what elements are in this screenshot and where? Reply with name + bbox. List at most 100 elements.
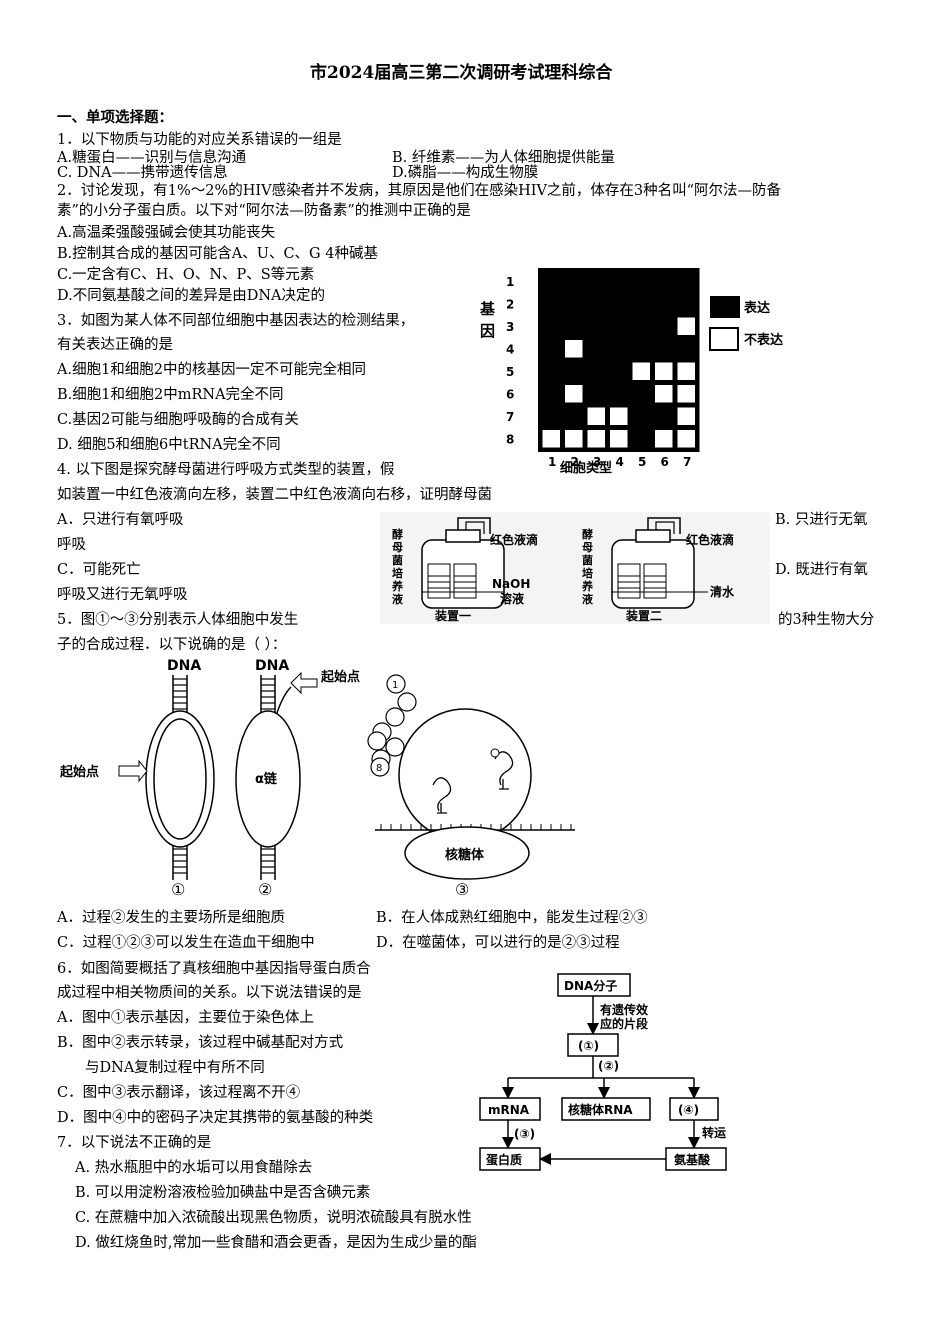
cell-type-col-label: 1 (548, 455, 556, 469)
yeast-culture-label: 酵母菌培养液 (581, 527, 594, 606)
q1-option-c: C. DNA——携带遗传信息 (57, 165, 228, 181)
gene-row-label: 8 (506, 433, 514, 447)
cell-expressed (610, 362, 628, 380)
q6-option-b: B．图中②表示转录，该过程中碱基配对方式 (57, 1035, 344, 1051)
flow-transport-label: 转运 (702, 1125, 726, 1140)
q2-stem-line2: 素”的小分子蛋白质。以下对“阿尔法—防备素”的推测中正确的是 (57, 203, 471, 219)
gene-axis-label-1: 基 (479, 300, 496, 318)
flow-node-protein: 蛋白质 (486, 1152, 522, 1167)
apparatus-two-label: 装置二 (625, 608, 662, 623)
cell-expressed (610, 317, 628, 335)
q7-stem: 7．以下说法不正确的是 (57, 1135, 212, 1151)
cell-not-expressed (542, 430, 560, 448)
gene-row-label: 7 (506, 410, 514, 424)
cell-not-expressed (677, 407, 695, 425)
flow-step-2: (②) (598, 1059, 619, 1073)
q7-option-a: A. 热水瓶胆中的水垢可以用食醋除去 (75, 1160, 313, 1176)
q5-option-c: C．过程①②③可以发生在造血干细胞中 (57, 935, 315, 951)
cell-expressed (542, 340, 560, 358)
yeast-culture-label: 酵母菌培养液 (391, 527, 404, 606)
process-number-1: ① (171, 880, 185, 899)
process-number-3: ③ (455, 880, 469, 899)
cell-not-expressed (677, 385, 695, 403)
cell-expressed (655, 272, 673, 290)
q6-option-c: C．图中③表示翻译，该过程离不开④ (57, 1085, 301, 1101)
q7-option-b: B. 可以用淀粉溶液检验加碘盐中是否含碘元素 (75, 1185, 371, 1201)
q6-option-a: A．图中①表示基因，主要位于染色体上 (57, 1010, 314, 1026)
cell-expressed (655, 317, 673, 335)
gene-row-label: 6 (506, 388, 514, 402)
cell-expressed (587, 362, 605, 380)
q1-option-d: D.磷脂——构成生物膜 (392, 165, 539, 181)
q3-stem-line1: 3．如图为某人体不同部位细胞中基因表达的检测结果， (57, 313, 415, 329)
naoh-solution-label: 溶液 (500, 591, 524, 606)
cell-not-expressed (655, 362, 673, 380)
flow-dna-molecule: DNA分子 (564, 978, 617, 993)
flow-segment-label-2: 应的片段 (600, 1016, 649, 1031)
legend-not-expressed-swatch (709, 327, 739, 351)
cell-not-expressed (655, 430, 673, 448)
red-droplet-label-1: 红色液滴 (490, 532, 538, 547)
origin-label-1: 起始点 (59, 764, 99, 780)
gene-row-label: 3 (506, 320, 514, 334)
cell-not-expressed (677, 317, 695, 335)
cell-type-col-label: 6 (661, 455, 669, 469)
q2-option-d: D.不同氨基酸之间的差异是由DNA决定的 (57, 288, 326, 304)
cell-not-expressed (610, 407, 628, 425)
legend-expressed-label: 表达 (743, 300, 770, 316)
cell-expressed (632, 430, 650, 448)
q3-option-b: B.细胞1和细胞2中mRNA完全不同 (57, 387, 284, 403)
q4-option-d: D. 既进行有氧 (775, 562, 868, 578)
cell-expressed (655, 340, 673, 358)
cell-expressed (542, 385, 560, 403)
cell-expressed (677, 340, 695, 358)
ribosome-label: 核糖体 (445, 847, 485, 863)
q3-option-d: D. 细胞5和细胞6中tRNA完全不同 (57, 437, 281, 453)
cell-expressed (542, 362, 560, 380)
q2-option-c: C.一定含有C、H、O、N、P、S等元素 (57, 267, 315, 283)
apparatus-two: 酵母菌培养液 红色液滴 清水 装置二 (581, 517, 735, 623)
q4-option-d-cont: 呼吸又进行无氧呼吸 (57, 587, 188, 603)
amino-acid-1-label: 1 (392, 680, 398, 691)
cell-expressed (655, 407, 673, 425)
cell-expressed (565, 317, 583, 335)
cell-expressed (542, 295, 560, 313)
apparatus-one: 酵母菌培养液 红色液滴 NaOH 溶液 装置一 (391, 517, 538, 623)
replication-panel: DNA 起始点 ① (59, 658, 215, 899)
flow-node-4: (④) (678, 1103, 699, 1117)
macromolecule-synthesis-figure: DNA 起始点 ① DNA 起始点 α链 ② 核糖体 (59, 658, 575, 899)
cell-expressed (632, 317, 650, 335)
flow-node-1: (①) (578, 1039, 599, 1053)
q5-option-d: D．在噬菌体，可以进行的是②③过程 (376, 935, 620, 951)
cell-expressed (632, 385, 650, 403)
cell-expressed (610, 295, 628, 313)
gene-row-label: 2 (506, 298, 514, 312)
origin-label-2: 起始点 (320, 669, 360, 685)
q4-stem-line2: 如装置一中红色液滴向左移，装置二中红色液滴向右移，证明酵母菌 (57, 487, 492, 503)
amino-acid-8-label: 8 (376, 763, 382, 774)
cell-type-col-label: 2 (571, 455, 579, 469)
q4-stem-line1: 4. 以下图是探究酵母菌进行呼吸方式类型的装置，假 (57, 462, 395, 478)
cell-expressed (610, 272, 628, 290)
cell-expressed (565, 407, 583, 425)
flow-segment-label-1: 有遗传效 (600, 1002, 649, 1017)
q1-stem: 1．以下物质与功能的对应关系错误的一组是 (57, 132, 342, 148)
cell-not-expressed (677, 362, 695, 380)
cell-expressed (565, 272, 583, 290)
q4-option-a: A．只进行有氧呼吸 (57, 512, 184, 528)
cell-type-axis-label: 细胞类型 (560, 460, 612, 476)
dna-label-1: DNA (167, 658, 201, 674)
flow-node-mrna: mRNA (488, 1103, 530, 1117)
naoh-label: NaOH (492, 577, 530, 591)
gene-expression-flowchart: DNA分子 有遗传效 应的片段 (①) (②) mRNA 核糖体RNA (④) … (479, 973, 727, 1171)
q6-stem-line1: 6．如图简要概括了真核细胞中基因指导蛋白质合 (57, 961, 371, 977)
transcription-panel: DNA 起始点 α链 ② (235, 658, 360, 899)
cell-expressed (677, 295, 695, 313)
cell-expressed (677, 272, 695, 290)
q6-stem-line2: 成过程中相关物质间的关系。以下说法错误的是 (57, 985, 362, 1001)
gene-axis-label-2: 因 (480, 322, 495, 340)
cell-type-col-label: 5 (638, 455, 646, 469)
section-heading: 一、单项选择题： (57, 109, 173, 126)
legend-expressed-swatch (710, 296, 740, 318)
process-number-2: ② (258, 880, 272, 899)
